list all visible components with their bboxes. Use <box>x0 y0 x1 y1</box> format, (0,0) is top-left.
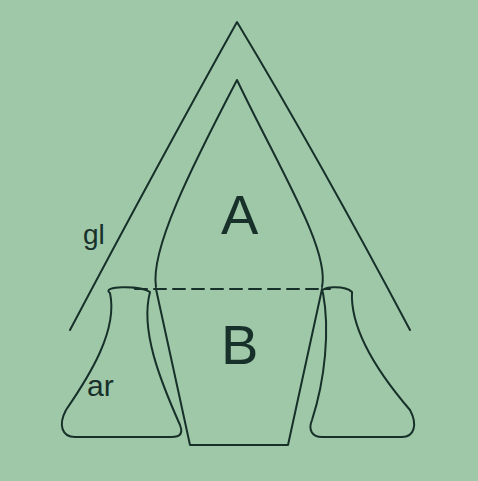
region-letter: A <box>221 187 258 243</box>
right-blob <box>310 287 414 437</box>
region-node: ar <box>85 369 116 403</box>
left-blob <box>62 287 181 437</box>
part-label: gl <box>83 221 105 249</box>
region-letter: B <box>221 317 258 373</box>
divider-line <box>135 288 330 290</box>
outer-arch <box>70 22 410 330</box>
region-letter: ar <box>87 371 114 401</box>
region-node: B <box>219 315 260 375</box>
region-a-outline <box>155 80 322 287</box>
region-node: A <box>219 185 260 245</box>
region-b-outline <box>156 289 322 445</box>
